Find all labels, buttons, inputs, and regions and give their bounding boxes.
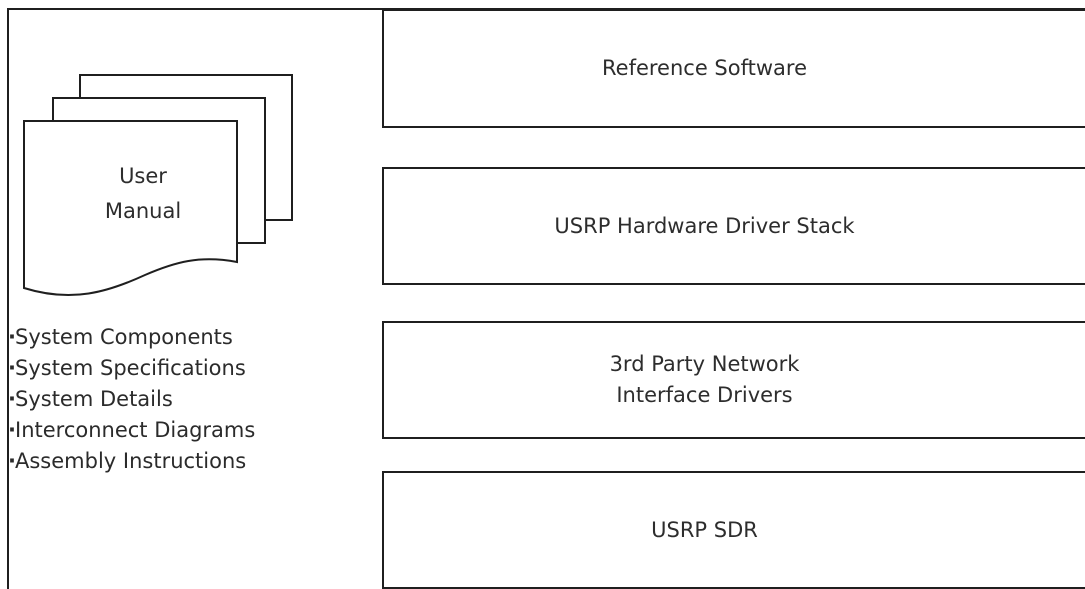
manual-title-line-2: Manual xyxy=(104,199,182,223)
layer-reference-software: Reference Software xyxy=(382,9,1085,128)
stacked-document-icon xyxy=(23,74,293,297)
manual-contents-text: Assembly Instructions xyxy=(15,449,247,473)
manual-contents-item: ·System Details xyxy=(8,384,255,415)
manual-contents-item: ·Interconnect Diagrams xyxy=(8,415,255,446)
bullet-icon: · xyxy=(8,418,16,442)
manual-title-line-1: User xyxy=(119,164,167,188)
layer-label: Reference Software xyxy=(602,56,807,80)
layer-label: USRP Hardware Driver Stack xyxy=(554,213,855,238)
layer-uhd-stack: USRP Hardware Driver Stack xyxy=(382,167,1085,285)
bullet-icon: · xyxy=(8,449,16,473)
bullet-icon: · xyxy=(8,356,16,380)
bullet-icon: · xyxy=(8,387,16,411)
layer-network-drivers: 3rd Party Network Interface Drivers xyxy=(382,321,1085,439)
manual-contents-item: ·System Specifications xyxy=(8,353,255,384)
manual-contents-text: System Specifications xyxy=(15,356,246,380)
manual-contents-text: System Components xyxy=(15,325,233,349)
manual-contents-item: ·Assembly Instructions xyxy=(8,446,255,477)
document-page-front xyxy=(23,120,238,297)
bullet-icon: · xyxy=(8,325,16,349)
manual-contents-text: System Details xyxy=(15,387,173,411)
layer-label: 3rd Party Network Interface Drivers xyxy=(609,352,800,407)
manual-contents-text: Interconnect Diagrams xyxy=(15,418,256,442)
layer-usrp-sdr: USRP SDR xyxy=(382,471,1085,589)
manual-contents-list: ·System Components ·System Specification… xyxy=(8,322,255,477)
layer-label: USRP SDR xyxy=(651,517,758,542)
manual-contents-item: ·System Components xyxy=(8,322,255,353)
